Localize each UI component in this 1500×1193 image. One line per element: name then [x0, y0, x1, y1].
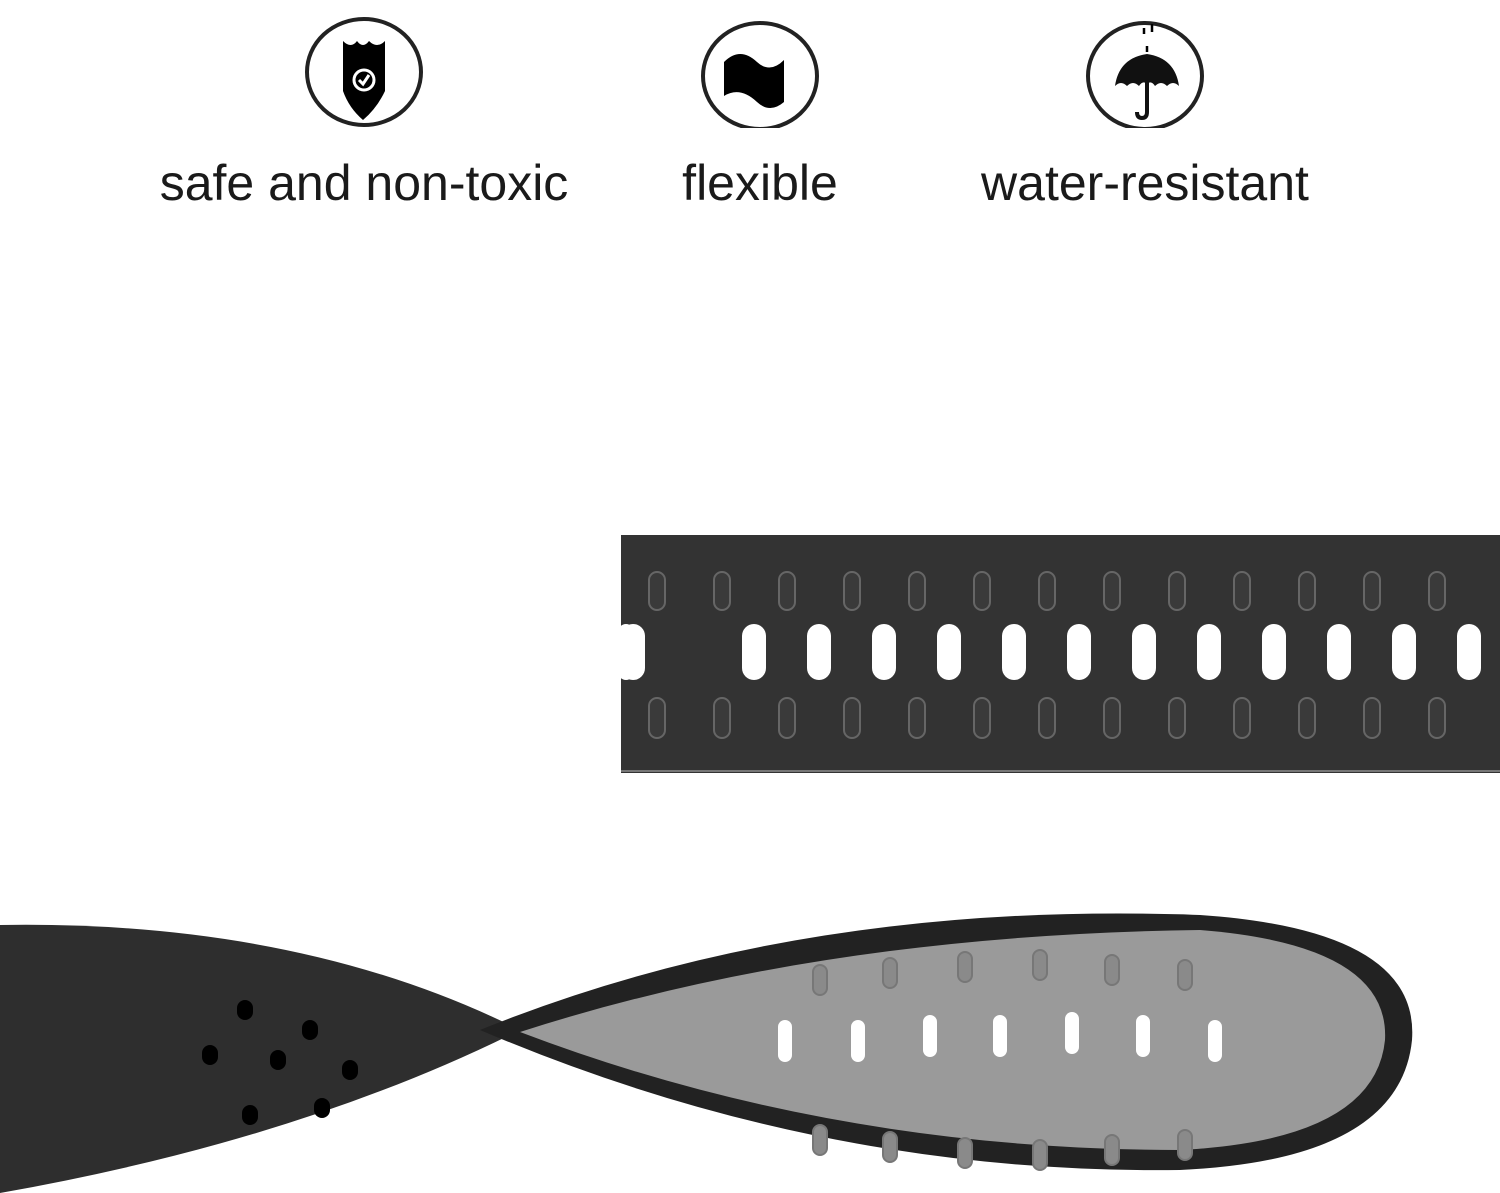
band-hole — [1363, 697, 1381, 739]
band-hole — [1067, 624, 1091, 680]
band-hole — [1103, 697, 1121, 739]
band-hole — [851, 1020, 865, 1062]
band-hole — [342, 1060, 358, 1080]
band-hole — [1392, 624, 1416, 680]
shield-check-icon — [305, 17, 423, 127]
band-hole — [778, 571, 796, 611]
band-hole — [1038, 571, 1056, 611]
band-hole — [1262, 624, 1286, 680]
band-hole — [843, 571, 861, 611]
band-hole — [742, 624, 766, 680]
feature-water-resistant: water-resistant — [950, 16, 1340, 212]
band-hole — [270, 1050, 286, 1070]
band-hole — [314, 1098, 330, 1118]
band-hole — [1038, 697, 1056, 739]
feature-label: water-resistant — [981, 155, 1309, 211]
band-hole — [618, 624, 634, 680]
band-hole — [807, 624, 831, 680]
band-hole — [973, 697, 991, 739]
band-hole — [1298, 697, 1316, 739]
band-hole — [713, 697, 731, 739]
band-hole — [1168, 571, 1186, 611]
band-hole — [1197, 624, 1221, 680]
band-hole — [973, 571, 991, 611]
band-hole — [1177, 1129, 1193, 1161]
feature-label: safe and non-toxic — [159, 155, 569, 211]
band-hole — [1065, 1012, 1079, 1054]
band-hole — [1208, 1020, 1222, 1062]
band-hole — [1032, 1139, 1048, 1171]
band-hole — [882, 1131, 898, 1163]
band-hole — [908, 571, 926, 611]
band-hole — [1327, 624, 1351, 680]
band-hole — [237, 1000, 253, 1020]
band-hole — [957, 1137, 973, 1169]
band-body — [621, 535, 1500, 773]
band-hole — [1233, 697, 1251, 739]
band-hole — [202, 1045, 218, 1065]
band-hole — [843, 697, 861, 739]
band-hole — [812, 964, 828, 996]
band-hole — [1104, 1134, 1120, 1166]
band-hole — [242, 1105, 258, 1125]
band-hole — [908, 697, 926, 739]
band-hole — [1298, 571, 1316, 611]
band-hole — [923, 1015, 937, 1057]
band-hole — [1032, 949, 1048, 981]
band-hole — [1363, 571, 1381, 611]
band-hole — [937, 624, 961, 680]
band-hole — [1457, 624, 1481, 680]
band-hole — [1168, 697, 1186, 739]
band-hole — [993, 1015, 1007, 1057]
band-hole — [1103, 571, 1121, 611]
band-hole — [778, 697, 796, 739]
band-hole — [302, 1020, 318, 1040]
band-hole — [778, 1020, 792, 1062]
band-hole — [957, 951, 973, 983]
flexible-wave-icon — [701, 21, 819, 128]
band-hole — [1104, 954, 1120, 986]
band-hole — [1233, 571, 1251, 611]
band-hole — [872, 624, 896, 680]
band-hole — [882, 957, 898, 989]
band-outer-left — [0, 924, 520, 1193]
feature-flexible: flexible — [660, 16, 860, 212]
band-hole — [1132, 624, 1156, 680]
band-hole — [1428, 571, 1446, 611]
band-hole — [1428, 697, 1446, 739]
band-hole — [1177, 959, 1193, 991]
umbrella-icon — [1086, 21, 1204, 128]
band-hole — [1136, 1015, 1150, 1057]
feature-safe-non-toxic: safe and non-toxic — [134, 16, 594, 212]
band-hole — [812, 1124, 828, 1156]
band-hole — [713, 571, 731, 611]
band-hole — [648, 697, 666, 739]
band-hole — [648, 571, 666, 611]
feature-label: flexible — [682, 155, 838, 211]
band-hole — [1002, 624, 1026, 680]
band-inner-surface — [520, 930, 1386, 1150]
